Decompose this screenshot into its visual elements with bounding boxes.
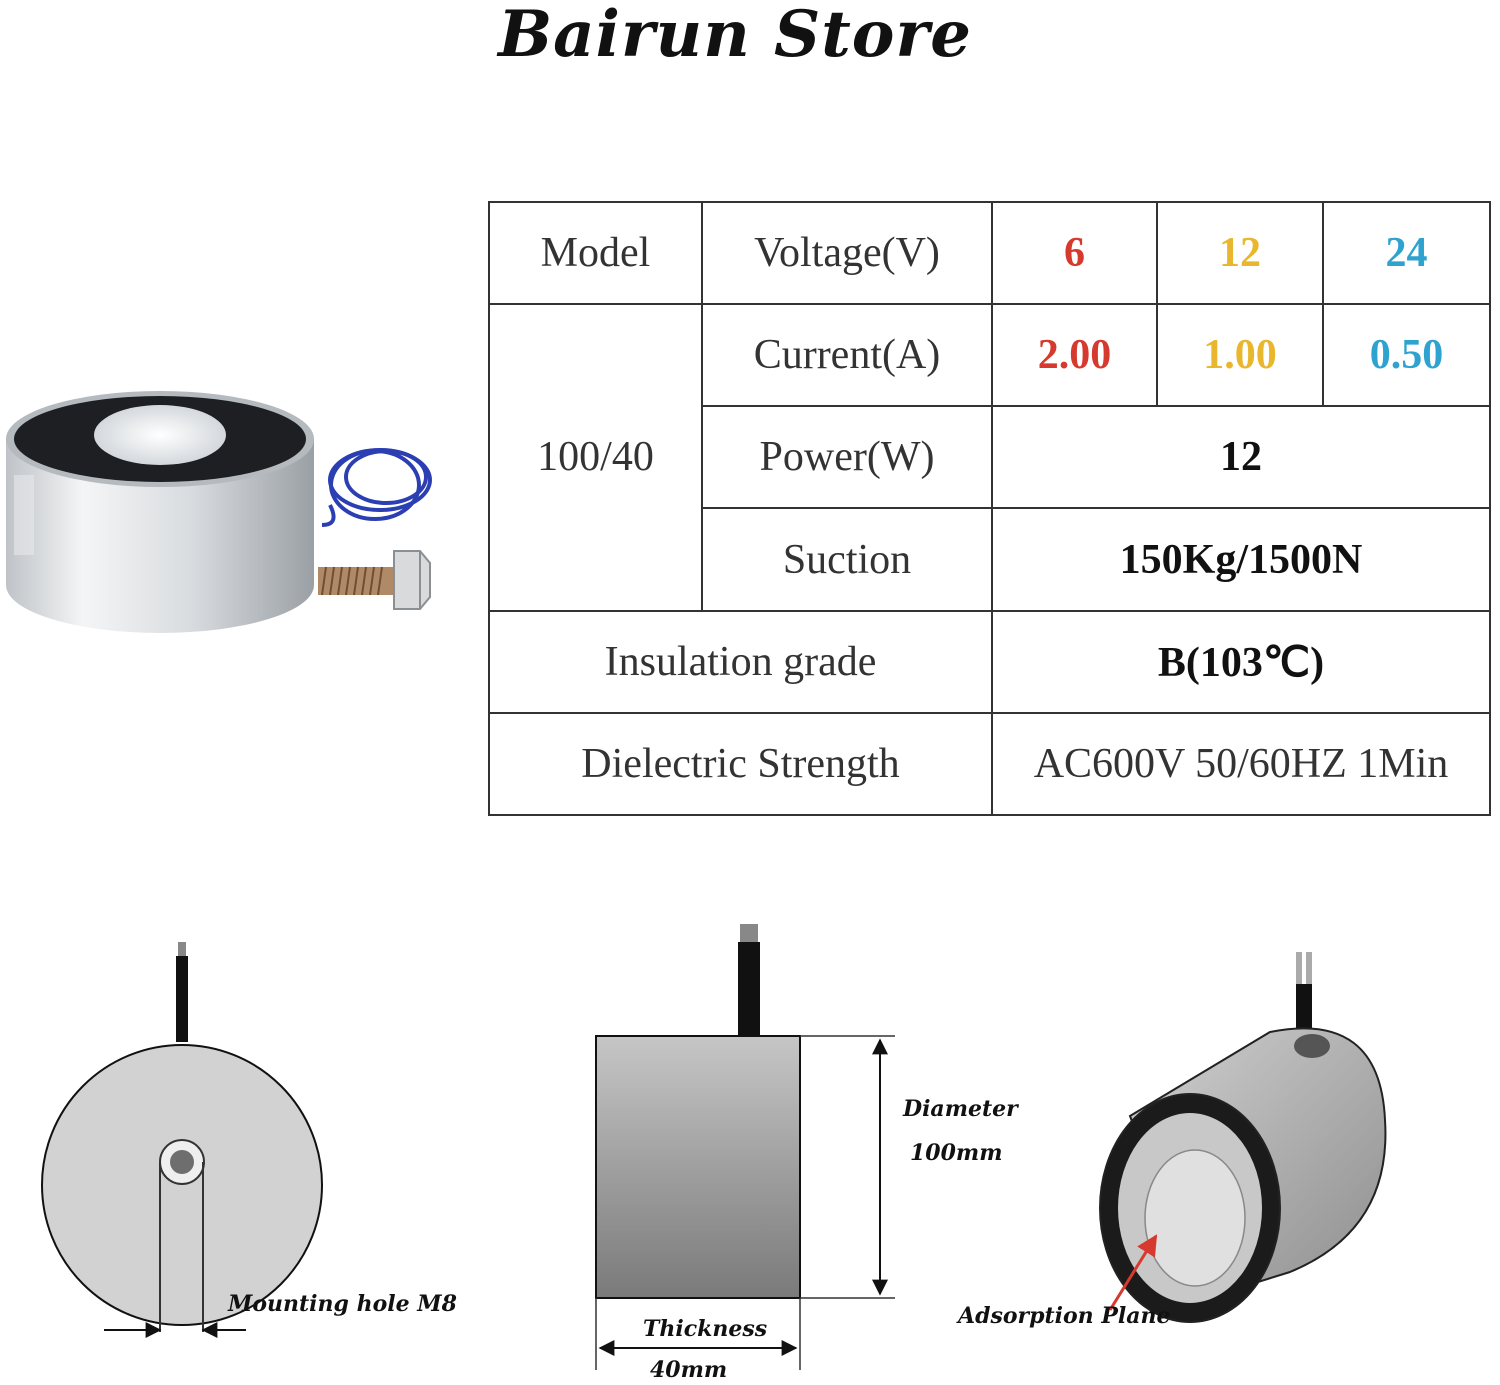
adsorption-plane-label: Adsorption Plane (958, 1303, 1171, 1329)
dimension-diagrams (41, 924, 1387, 1370)
voltage-24: 24 (1322, 200, 1491, 306)
front-view (41, 942, 323, 1338)
current-6v: 2.00 (991, 303, 1158, 408)
suction-value: 150Kg/1500N (991, 507, 1491, 612)
voltage-12: 12 (1156, 200, 1324, 306)
voltage-label: Voltage(V) (701, 200, 993, 306)
table-row: Model Voltage(V) 6 12 24 (488, 200, 1491, 306)
thickness-label: Thickness (643, 1316, 768, 1342)
voltage-6: 6 (991, 200, 1158, 306)
suction-label: Suction (701, 507, 993, 612)
insulation-value: B(103℃) (991, 609, 1491, 714)
diameter-value: 100mm (910, 1140, 1003, 1166)
power-label: Power(W) (701, 405, 993, 510)
current-24v: 0.50 (1322, 303, 1491, 408)
current-label: Current(A) (701, 303, 993, 408)
store-title: Bairun Store (498, 0, 972, 72)
diameter-label: Diameter (903, 1096, 1018, 1122)
thickness-value: 40mm (650, 1357, 728, 1383)
model-value: 100/40 (488, 303, 703, 612)
table-row: Insulation grade B(103℃) (488, 609, 1491, 714)
power-value: 12 (991, 405, 1491, 510)
dielectric-label: Dielectric Strength (488, 711, 993, 817)
table-row: 100/40 Current(A) 2.00 1.00 0.50 (488, 303, 1491, 612)
electromagnet-photo (6, 391, 432, 633)
table-row: Suction 150Kg/1500N (489, 507, 1491, 612)
model-label: Model (488, 200, 703, 306)
insulation-label: Insulation grade (488, 609, 993, 714)
isometric-view (1099, 952, 1387, 1323)
current-12v: 1.00 (1156, 303, 1324, 408)
spec-table: Model Voltage(V) 6 12 24 100/40 Current(… (488, 200, 1491, 817)
table-row: Power(W) 12 (489, 405, 1491, 510)
dielectric-value: AC600V 50/60HZ 1Min (991, 711, 1491, 817)
table-row: Dielectric Strength AC600V 50/60HZ 1Min (488, 711, 1491, 817)
side-view (595, 924, 895, 1370)
mounting-hole-label: Mounting hole M8 (228, 1291, 457, 1317)
